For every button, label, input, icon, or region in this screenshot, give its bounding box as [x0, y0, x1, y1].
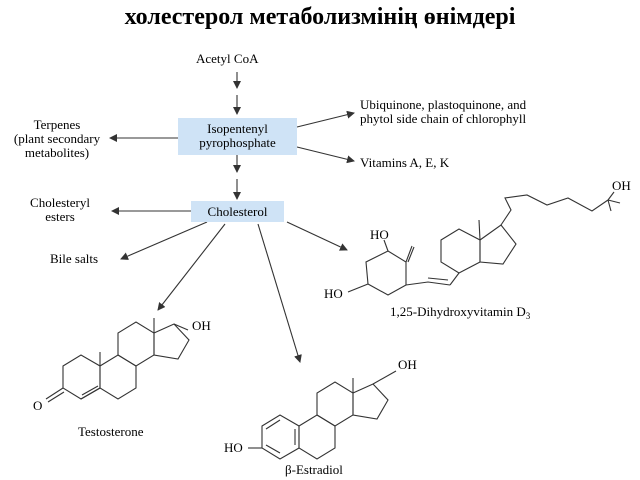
node-cholesteryl-line-2: esters: [45, 209, 75, 224]
node-vitamin-d3: 1,25-Dihydroxyvitamin D3: [390, 305, 530, 323]
node-estradiol: β-Estradiol: [285, 462, 343, 477]
node-cholesteryl-esters: Cholesteryl esters: [10, 196, 110, 224]
node-cholesteryl-line-1: Cholesteryl: [30, 195, 90, 210]
node-acetyl-coa: Acetyl CoA: [196, 51, 259, 66]
atom-label-d3-ho-bottom: HO: [324, 286, 343, 301]
node-terpenes-line-1: Terpenes: [33, 117, 81, 132]
node-terpenes-line-2: (plant secondary: [13, 131, 101, 146]
vitamin-d3-structure: [347, 191, 621, 296]
arrow-to-testosterone: [157, 223, 226, 311]
node-cholesterol: Cholesterol: [191, 201, 284, 222]
atom-label-d3-oh: OH: [612, 178, 631, 193]
testosterone-structure: [45, 318, 190, 403]
node-vitamin-d3-subscript: 3: [525, 311, 531, 321]
atom-label-estradiol-ho: HO: [224, 440, 243, 455]
page-title: холестерол метаболизмінің өнімдері: [124, 4, 516, 30]
atom-label-testosterone-o: O: [33, 398, 43, 413]
node-vitamin-d3-text: 1,25-Dihydroxyvitamin D: [390, 304, 526, 319]
estradiol-structure: [248, 370, 397, 460]
arrow-to-estradiol: [257, 223, 302, 363]
node-ubiquinone: Ubiquinone, plastoquinone, and phytol si…: [360, 98, 526, 126]
node-bile-salts: Bile salts: [50, 251, 99, 266]
arrow-to-vitamin-d3: [286, 221, 348, 251]
node-isopentenyl-pyrophosphate: Isopentenyl pyrophosphate: [178, 118, 297, 155]
node-isopentenyl-line-2: pyrophosphate: [199, 135, 276, 150]
atom-label-testosterone-oh: OH: [192, 318, 211, 333]
node-isopentenyl-line-1: Isopentenyl: [207, 121, 268, 136]
arrow-to-ubiquinone: [296, 110, 355, 128]
atom-label-d3-ho-top: HO: [370, 227, 389, 242]
arrow-to-vitamins: [296, 146, 355, 164]
node-ubiquinone-line-2: phytol side chain of chlorophyll: [360, 111, 527, 126]
node-ubiquinone-line-1: Ubiquinone, plastoquinone, and: [360, 97, 527, 112]
arrow-to-bile: [120, 221, 208, 260]
node-vitamins-aek: Vitamins A, E, K: [360, 155, 450, 170]
node-terpenes: Terpenes (plant secondary metabolites): [2, 118, 112, 160]
node-testosterone: Testosterone: [78, 424, 144, 439]
atom-label-estradiol-oh: OH: [398, 357, 417, 372]
node-terpenes-line-3: metabolites): [24, 145, 90, 160]
